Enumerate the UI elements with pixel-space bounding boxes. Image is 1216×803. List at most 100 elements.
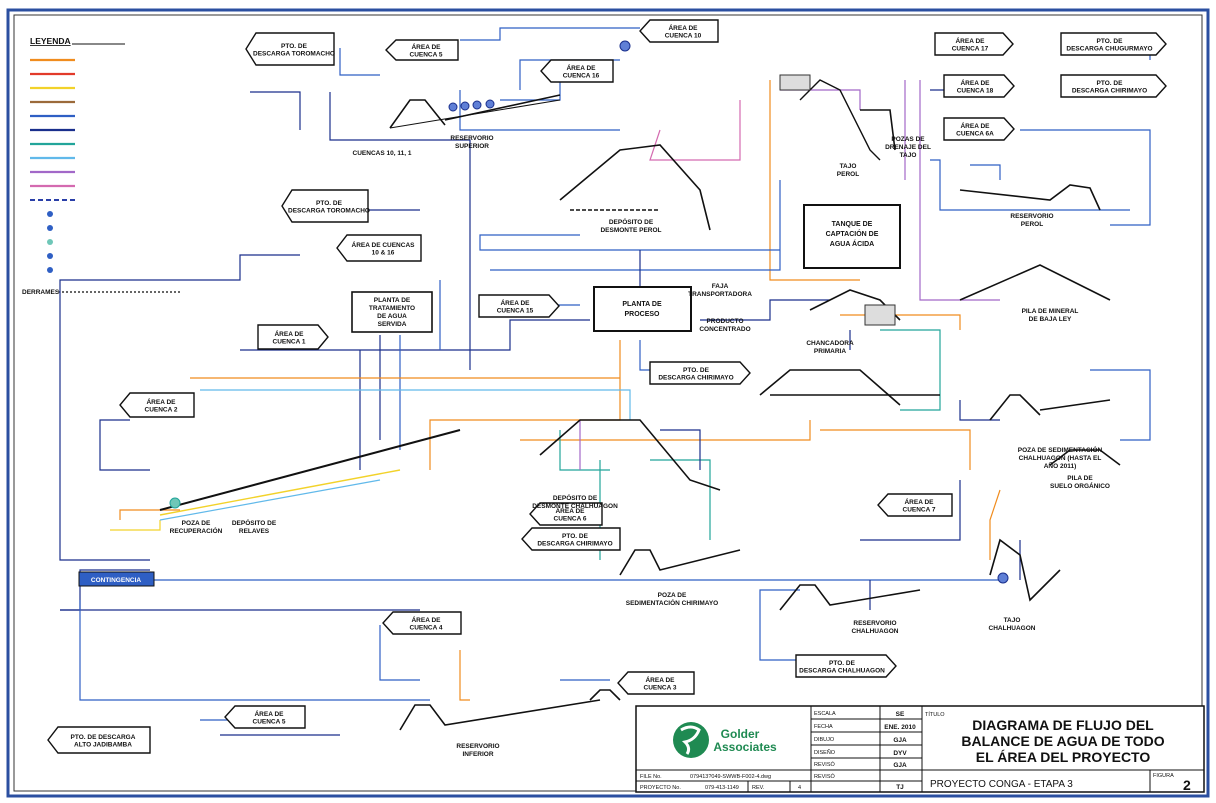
check-label: REVISÓ	[814, 761, 836, 768]
node-area-cuenca-15	[478, 294, 560, 318]
legend-symbol-icon	[47, 239, 53, 245]
node-area-cuenca-2	[119, 392, 195, 418]
pump-icon	[485, 99, 495, 109]
review-label: REVISÓ	[814, 773, 836, 780]
node-pto-alto-jadibamba	[47, 726, 151, 754]
title-line-3: EL ÁREA DEL PROYECTO	[976, 749, 1151, 765]
file-label: FILE No.	[640, 774, 662, 780]
golder-logo: Golder Associates	[660, 715, 800, 765]
pump-icon	[472, 100, 482, 110]
label-cuencas-label: CUENCAS 10, 11, 1	[353, 150, 412, 157]
title-label: TÍTULO	[925, 711, 945, 718]
pump-icon	[997, 572, 1009, 584]
node-area-cuenca-7	[877, 493, 953, 517]
legend-symbol-icon	[47, 253, 53, 259]
design-label: DISEÑO	[814, 749, 836, 756]
legend-symbol-icon	[47, 211, 53, 217]
pump-icon	[169, 497, 181, 509]
node-pto-chugurmayo	[1060, 32, 1167, 56]
sheet-border	[6, 8, 1210, 798]
scale-value: SE	[896, 711, 905, 718]
project-no-value: 079-413-1149	[705, 785, 739, 791]
title-block: Golder Associates FILE No. 079413?049-SW…	[635, 705, 1205, 793]
node-area-cuenca-10	[639, 19, 719, 43]
rev-label: REV.	[752, 785, 765, 791]
node-area-cuencas-10-16	[336, 234, 422, 262]
structure-sketches	[159, 79, 1121, 731]
title-line-1: DIAGRAMA DE FLUJO DEL	[972, 717, 1154, 733]
node-area-cuenca-5	[385, 39, 459, 61]
review-value: TJ	[896, 784, 904, 791]
node-pto-toromacho-2	[281, 189, 369, 223]
contingencia-box	[78, 571, 155, 587]
shovel-icon	[779, 74, 811, 91]
title-line-2: BALANCE DE AGUA DE TODO	[961, 733, 1164, 749]
node-pto-toromacho-1	[245, 32, 335, 66]
logo-text-golder: Golder	[721, 727, 760, 741]
node-area-cuenca-18	[943, 74, 1015, 98]
node-area-cuenca-3	[617, 671, 695, 695]
design-value: DYV	[893, 750, 907, 757]
legend-symbol-icon	[47, 225, 53, 231]
node-area-cuenca-6	[529, 502, 603, 526]
derrames-label: DERRAMES	[22, 289, 60, 296]
drawn-value: GJA	[893, 737, 907, 744]
legend: LEYENDA DERRAMES	[22, 36, 180, 296]
file-value: 079413?049-SWWB-F002-4.dwg	[690, 774, 771, 780]
check-value: GJA	[893, 762, 907, 769]
date-label: FECHA	[814, 724, 833, 730]
pump-icons	[169, 40, 1009, 584]
pump-icon	[448, 102, 458, 112]
node-area-cuenca-6a	[943, 117, 1015, 141]
figure-label: FIGURA	[1153, 773, 1174, 779]
rev-value: 4	[798, 785, 801, 791]
tanque-box	[803, 204, 901, 269]
node-area-cuenca-17	[934, 32, 1014, 56]
node-pto-chirimayo-top	[1060, 74, 1167, 98]
scale-label: ESCALA	[814, 711, 836, 717]
node-area-cuenca-16	[540, 59, 614, 83]
pump-icon	[460, 101, 470, 111]
project-no-label: PROYECTO No.	[640, 785, 681, 791]
project-name: PROYECTO CONGA - ETAPA 3	[930, 779, 1073, 790]
node-pto-chal	[795, 654, 897, 678]
node-area-cuenca-5b	[224, 705, 306, 729]
